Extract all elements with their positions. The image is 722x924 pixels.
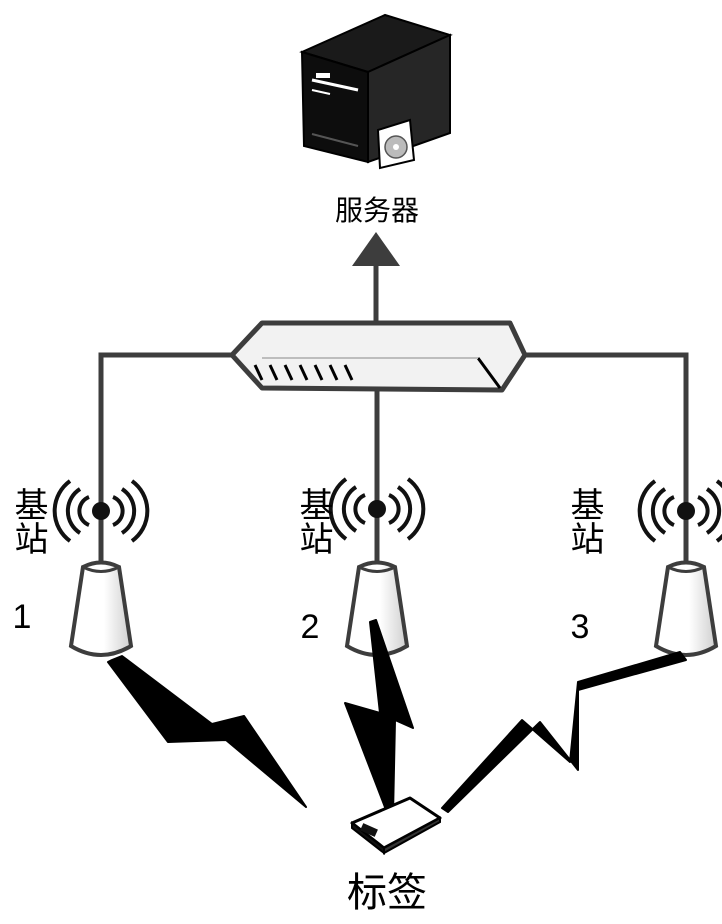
upstream-arrow bbox=[352, 232, 400, 325]
base-station-1 bbox=[52, 479, 150, 657]
base-station-3 bbox=[637, 479, 722, 657]
antenna-icon bbox=[344, 560, 410, 657]
antenna-icon bbox=[68, 560, 134, 657]
server-label: 服务器 bbox=[335, 194, 419, 227]
base-station-3-label: 基站 bbox=[564, 487, 604, 555]
signal-waves-icon bbox=[637, 479, 722, 543]
switch-port-lights bbox=[253, 364, 354, 381]
cd-drive-icon bbox=[376, 118, 416, 170]
base-station-2-label: 基站 bbox=[293, 487, 333, 555]
wireless-link-3 bbox=[441, 651, 687, 813]
base-station-1-label: 基站 bbox=[8, 487, 48, 555]
base-station-3-number: 3 bbox=[571, 608, 590, 646]
server-tower-icon bbox=[299, 13, 453, 170]
signal-waves-icon bbox=[328, 477, 426, 541]
network-cables bbox=[98, 352, 689, 575]
base-station-1-number: 1 bbox=[13, 598, 32, 636]
network-switch-icon bbox=[229, 320, 528, 393]
signal-waves-icon bbox=[52, 479, 150, 543]
tag-device-icon bbox=[350, 796, 442, 856]
base-station-2-number: 2 bbox=[301, 608, 320, 646]
tag-label: 标签 bbox=[347, 870, 427, 916]
base-station-2 bbox=[328, 477, 426, 657]
wireless-link-1 bbox=[107, 655, 307, 808]
antenna-icon bbox=[653, 560, 719, 657]
